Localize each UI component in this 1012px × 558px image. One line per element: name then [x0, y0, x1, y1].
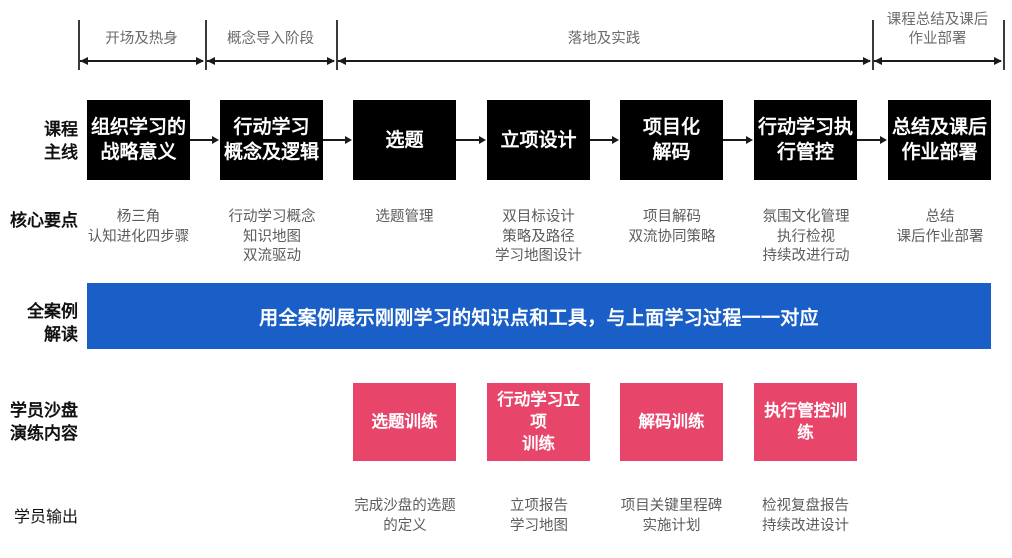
sandbox-box-0[interactable]: 选题训练 — [353, 383, 456, 461]
phase-axis-2 — [338, 60, 870, 62]
main-connector-arrow-4 — [746, 136, 753, 144]
case-study-bar[interactable]: 用全案例展示刚刚学习的知识点和工具，与上面学习过程一一对应 — [87, 283, 991, 349]
phase-tick-0 — [78, 20, 80, 70]
main-box-3[interactable]: 立项设计 — [487, 100, 590, 180]
phase-arrow-right-0 — [196, 56, 204, 65]
main-connector-0 — [190, 139, 213, 141]
output-text-2: 项目关键里程碑 实施计划 — [620, 498, 723, 534]
key-point-5: 氛围文化管理 执行检视 持续改进行动 — [762, 209, 850, 264]
key-point-0: 杨三角 认知进化四步骤 — [87, 209, 190, 245]
main-box-1[interactable]: 行动学习 概念及逻辑 — [220, 100, 323, 180]
sandbox-box-3[interactable]: 执行管控训练 — [754, 383, 857, 461]
row-label-key-points: 核心要点 — [10, 211, 78, 230]
phase-axis-3 — [874, 60, 1001, 62]
key-point-2: 选题管理 — [375, 209, 434, 225]
row-label-sandbox: 学员沙盘 演练内容 — [10, 401, 78, 443]
main-box-0[interactable]: 组织学习的 战略意义 — [87, 100, 190, 180]
main-box-2[interactable]: 选题 — [353, 100, 456, 180]
phase-arrow-right-1 — [327, 56, 335, 65]
phase-arrow-right-3 — [994, 56, 1002, 65]
main-connector-2 — [456, 139, 480, 141]
phase-tick-1 — [205, 20, 207, 70]
output-text-3: 检视复盘报告 持续改进设计 — [762, 498, 849, 534]
phase-axis-0 — [80, 60, 203, 62]
phase-label-2: 落地及实践 — [567, 31, 641, 47]
row-label-case-study: 全案例 解读 — [27, 302, 78, 344]
row-label-main-line: 课程 主线 — [44, 120, 78, 162]
main-connector-4 — [723, 139, 747, 141]
phase-tick-3 — [872, 20, 874, 70]
phase-tick-2 — [336, 20, 338, 70]
sandbox-box-2[interactable]: 解码训练 — [620, 383, 723, 461]
phase-arrow-right-2 — [863, 56, 871, 65]
main-box-6[interactable]: 总结及课后 作业部署 — [888, 100, 991, 180]
phase-label-3: 课程总结及课后 作业部署 — [886, 12, 989, 47]
main-box-5[interactable]: 行动学习执 行管控 — [754, 100, 857, 180]
main-connector-arrow-1 — [345, 136, 352, 144]
main-connector-arrow-3 — [612, 136, 619, 144]
phase-tick-4 — [1003, 20, 1005, 70]
key-point-1: 行动学习概念 知识地图 双流驱动 — [228, 209, 316, 264]
output-text-0: 完成沙盘的选题 的定义 — [354, 498, 456, 534]
main-connector-1 — [323, 139, 346, 141]
phase-axis-1 — [207, 60, 334, 62]
main-connector-arrow-2 — [479, 136, 486, 144]
main-box-4[interactable]: 项目化 解码 — [620, 100, 723, 180]
main-connector-arrow-5 — [880, 136, 887, 144]
phase-label-1: 概念导入阶段 — [227, 31, 314, 47]
phase-label-0: 开场及热身 — [105, 31, 178, 47]
key-point-4: 项目解码 双流协同策略 — [628, 209, 716, 245]
key-point-3: 双目标设计 策略及路径 学习地图设计 — [495, 209, 582, 264]
main-connector-5 — [857, 139, 881, 141]
output-text-1: 立项报告 学习地图 — [510, 498, 568, 534]
case-study-bar-text: 用全案例展示刚刚学习的知识点和工具，与上面学习过程一一对应 — [259, 307, 819, 329]
row-label-output: 学员输出 — [13, 509, 78, 526]
main-connector-arrow-0 — [212, 136, 219, 144]
main-connector-3 — [590, 139, 613, 141]
sandbox-box-1[interactable]: 行动学习立项 训练 — [487, 383, 590, 461]
key-point-6: 总结 课后作业部署 — [896, 209, 984, 245]
